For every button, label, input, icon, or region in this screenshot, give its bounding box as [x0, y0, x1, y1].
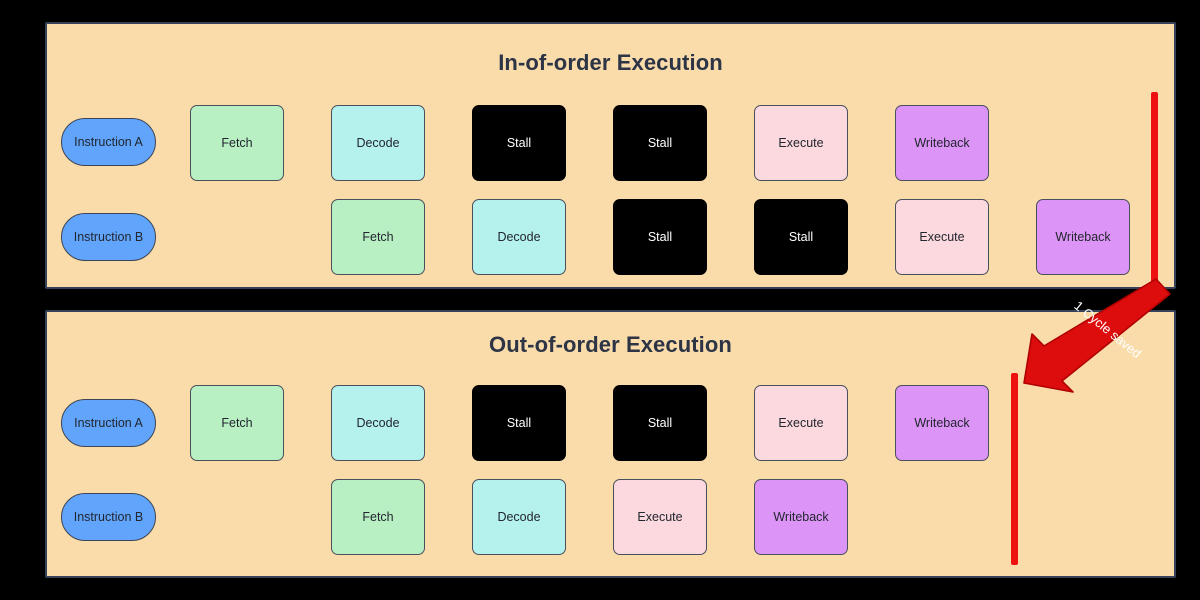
stage-box-writeback: Writeback [895, 385, 989, 461]
stage-box-stall: Stall [613, 385, 707, 461]
instruction-pill-b: Instruction B [61, 493, 156, 541]
stage-box-fetch: Fetch [331, 479, 425, 555]
panel-in-order: In-of-order Execution Instruction A Fetc… [45, 22, 1176, 289]
stage-box-execute: Execute [754, 385, 848, 461]
instruction-pill-a: Instruction A [61, 118, 156, 166]
completion-marker-in-order [1151, 92, 1158, 287]
stage-box-decode: Decode [331, 105, 425, 181]
stage-box-stall: Stall [613, 199, 707, 275]
stage-box-execute: Execute [895, 199, 989, 275]
stage-box-fetch: Fetch [331, 199, 425, 275]
stage-box-decode: Decode [472, 479, 566, 555]
stage-box-writeback: Writeback [895, 105, 989, 181]
stage-box-decode: Decode [472, 199, 566, 275]
stage-box-stall: Stall [754, 199, 848, 275]
panel-title-out-of-order: Out-of-order Execution [489, 332, 732, 357]
instruction-pill-b: Instruction B [61, 213, 156, 261]
completion-marker-out-of-order [1011, 373, 1018, 565]
panel-out-of-order: Out-of-order Execution Instruction A Fet… [45, 310, 1176, 578]
stage-box-execute: Execute [754, 105, 848, 181]
stage-box-writeback: Writeback [1036, 199, 1130, 275]
stage-box-fetch: Fetch [190, 105, 284, 181]
panel-title-in-order: In-of-order Execution [498, 50, 723, 75]
stage-box-writeback: Writeback [754, 479, 848, 555]
stage-box-stall: Stall [613, 105, 707, 181]
stage-box-fetch: Fetch [190, 385, 284, 461]
stage-box-execute: Execute [613, 479, 707, 555]
instruction-pill-a: Instruction A [61, 399, 156, 447]
stage-box-stall: Stall [472, 385, 566, 461]
stage-box-decode: Decode [331, 385, 425, 461]
stage-box-stall: Stall [472, 105, 566, 181]
